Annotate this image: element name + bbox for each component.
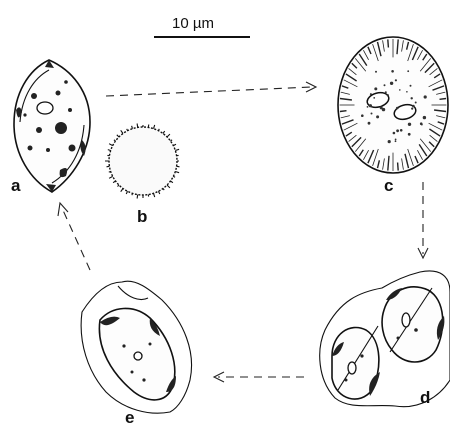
scale-bar: 10 µm (154, 15, 250, 37)
cell-b: b (105, 124, 180, 227)
cell-a: a (11, 60, 90, 195)
scale-bar-label: 10 µm (172, 15, 214, 32)
label-e: e (125, 408, 134, 423)
arrow-e-to-a-head (58, 203, 68, 216)
cell-e: e (81, 281, 191, 423)
label-a: a (11, 176, 21, 195)
cell-d: d (320, 271, 450, 407)
cell-c: c (338, 37, 448, 195)
arrow-e-to-a (62, 208, 90, 270)
label-c: c (384, 176, 393, 195)
label-b: b (137, 207, 147, 226)
arrow-a-to-c (106, 87, 312, 96)
label-d: d (420, 388, 430, 407)
